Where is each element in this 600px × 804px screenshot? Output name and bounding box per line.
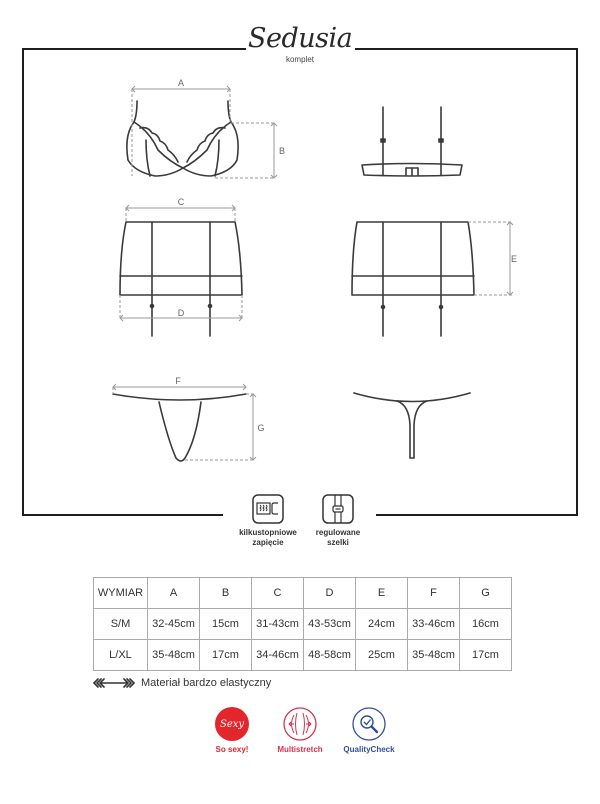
value-cell: 31-43cm <box>251 608 304 640</box>
elastic-material-text: Materiał bardzo elastyczny <box>141 677 272 689</box>
value-cell: 17cm <box>199 639 252 671</box>
stretch-arrows-icon <box>93 678 135 688</box>
header-cell: B <box>199 577 252 609</box>
table-row: S/M 32-45cm 15cm 31-43cm 43-53cm 24cm 33… <box>93 608 512 640</box>
header-cell: F <box>407 577 460 609</box>
header-cell: E <box>355 577 408 609</box>
elastic-material-note: Materiał bardzo elastyczny <box>93 677 271 689</box>
bra-back-drawing <box>361 106 463 177</box>
dimension-g <box>185 393 257 461</box>
brand-logo: Sedusia komplet <box>248 23 353 65</box>
label-f: F <box>175 376 181 386</box>
header-cell: G <box>459 577 512 609</box>
adjustable-strap-icon <box>322 494 354 524</box>
sexy-icon-text: Sexy <box>219 718 245 730</box>
frame-bottom-left <box>22 514 223 516</box>
label-a: A <box>178 78 184 88</box>
garment-diagrams: A B C D E F G <box>112 78 517 462</box>
value-cell: 35-48cm <box>407 639 460 671</box>
header-cell: D <box>303 577 356 609</box>
header-cell: A <box>147 577 200 609</box>
badge-quality-check-label: QualityCheck <box>343 745 395 754</box>
garter-belt-front-drawing <box>119 221 243 337</box>
product-type: komplet <box>285 55 314 64</box>
header-cell: WYMIAR <box>93 577 148 609</box>
quality-check-icon <box>352 707 386 741</box>
table-row: L/XL 35-48cm 17cm 34-46cm 48-58cm 25cm 3… <box>93 639 512 671</box>
size-table-header: WYMIAR A B C D E F G <box>93 577 512 609</box>
badge-multistretch: Multistretch <box>266 707 334 754</box>
label-b: B <box>279 146 285 156</box>
label-c: C <box>178 197 185 207</box>
value-cell: 25cm <box>355 639 408 671</box>
frame-left <box>22 48 24 516</box>
badge-so-sexy-label: So sexy! <box>215 745 249 754</box>
dimension-e <box>468 221 514 296</box>
thong-front-drawing <box>112 393 247 462</box>
brand-name: Sedusia <box>248 23 353 54</box>
dimension-a <box>131 85 231 176</box>
label-g: G <box>257 423 264 433</box>
size-cell: S/M <box>93 608 148 640</box>
label-d: D <box>178 308 185 318</box>
feature-multi-hook-label-2: zapięcie <box>252 538 284 547</box>
feature-multi-hook: kilkustopniowe zapięcie <box>232 494 304 548</box>
label-e: E <box>511 254 517 264</box>
multistretch-icon <box>283 707 317 741</box>
value-cell: 43-53cm <box>303 608 356 640</box>
value-cell: 17cm <box>459 639 512 671</box>
badge-so-sexy: Sexy So sexy! <box>202 707 262 754</box>
header-cell: C <box>251 577 304 609</box>
garter-belt-back-drawing <box>351 221 475 337</box>
frame-top-left <box>22 48 246 50</box>
feature-adjustable-straps: regulowane szelki <box>308 494 368 548</box>
badge-quality-check: QualityCheck <box>335 707 403 754</box>
value-cell: 32-45cm <box>147 608 200 640</box>
value-cell: 24cm <box>355 608 408 640</box>
feature-adjustable-straps-label-1: regulowane <box>315 528 361 537</box>
value-cell: 16cm <box>459 608 512 640</box>
feature-multi-hook-label-1: kilkustopniowe <box>239 528 297 537</box>
thong-back-drawing <box>353 392 471 459</box>
value-cell: 15cm <box>199 608 252 640</box>
feature-adjustable-straps-label-2: szelki <box>327 538 349 547</box>
size-table: WYMIAR A B C D E F G S/M 32-45cm 15cm 31… <box>93 577 512 671</box>
value-cell: 35-48cm <box>147 639 200 671</box>
value-cell: 34-46cm <box>251 639 304 671</box>
badge-multistretch-label: Multistretch <box>277 745 323 754</box>
dimension-f <box>112 383 247 394</box>
frame-right <box>576 48 578 516</box>
dimension-d <box>119 295 243 322</box>
frame-bottom-right <box>376 514 578 516</box>
dimension-b <box>215 122 278 179</box>
value-cell: 33-46cm <box>407 608 460 640</box>
sexy-icon: Sexy <box>215 707 249 741</box>
dimension-c <box>125 204 236 222</box>
frame-top-right <box>355 48 578 50</box>
bra-front-drawing <box>126 100 239 177</box>
multi-hook-closure-icon <box>252 494 284 524</box>
value-cell: 48-58cm <box>303 639 356 671</box>
size-cell: L/XL <box>93 639 148 671</box>
